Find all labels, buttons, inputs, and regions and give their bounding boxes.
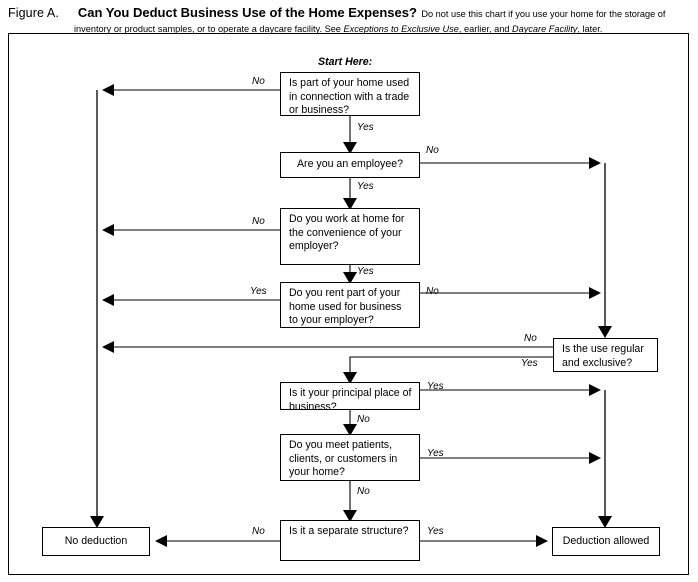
- edge-label-q5-no: No: [524, 333, 537, 344]
- edge-label-q6-no: No: [357, 414, 370, 425]
- figure-note-line2: inventory or product samples, or to oper…: [74, 23, 692, 36]
- note-text-c: , later.: [577, 24, 603, 34]
- edge-label-q4-no: No: [426, 286, 439, 297]
- edge-label-q3-yes: Yes: [357, 266, 374, 277]
- figure-note-line1: Do not use this chart if you use your ho…: [421, 9, 666, 19]
- decision-are-you-an-employee[interactable]: Are you an employee?: [280, 152, 420, 178]
- edge-label-q7-no: No: [357, 486, 370, 497]
- note-emphasis-exceptions: Exceptions to Exclusive Use: [343, 24, 459, 34]
- edge-label-q7-yes: Yes: [427, 448, 444, 459]
- edge-label-q4-yes: Yes: [250, 286, 267, 297]
- decision-meet-patients-clients-customers[interactable]: Do you meet patients, clients, or custom…: [280, 434, 420, 481]
- edge-label-q8-yes: Yes: [427, 526, 444, 537]
- edge-label-q1-yes: Yes: [357, 122, 374, 133]
- decision-rent-part-of-home-to-employer[interactable]: Do you rent part of your home used for b…: [280, 282, 420, 328]
- figure-label: Figure A.: [8, 6, 59, 20]
- edge-label-q6-yes: Yes: [427, 381, 444, 392]
- note-text-b: , earlier, and: [458, 24, 512, 34]
- chart-frame-border: [8, 33, 689, 575]
- decision-use-regular-and-exclusive[interactable]: Is the use regular and exclusive?: [553, 338, 658, 372]
- figure-title: Can You Deduct Business Use of the Home …: [77, 5, 417, 20]
- edge-label-q8-no: No: [252, 526, 265, 537]
- edge-label-q2-yes: Yes: [357, 181, 374, 192]
- decision-work-at-home-for-employer-convenience[interactable]: Do you work at home for the convenience …: [280, 208, 420, 265]
- edge-label-q2-no: No: [426, 145, 439, 156]
- outcome-deduction-allowed[interactable]: Deduction allowed: [552, 527, 660, 556]
- decision-home-used-for-trade-or-business[interactable]: Is part of your home used in connection …: [280, 72, 420, 116]
- decision-principal-place-of-business[interactable]: Is it your principal place of business?: [280, 382, 420, 413]
- note-text-a: inventory or product samples, or to oper…: [74, 24, 344, 34]
- note-emphasis-daycare: Daycare Facility: [512, 24, 578, 34]
- edge-label-q3-no: No: [252, 216, 265, 227]
- edge-label-q1-no: No: [252, 76, 265, 87]
- start-here-label: Start Here:: [318, 56, 373, 68]
- decision-separate-structure[interactable]: Is it a separate structure?: [280, 520, 420, 561]
- outcome-no-deduction[interactable]: No deduction: [42, 527, 150, 556]
- edge-label-q5-yes: Yes: [521, 358, 538, 369]
- figure-heading: Figure A. Can You Deduct Business Use of…: [8, 4, 692, 34]
